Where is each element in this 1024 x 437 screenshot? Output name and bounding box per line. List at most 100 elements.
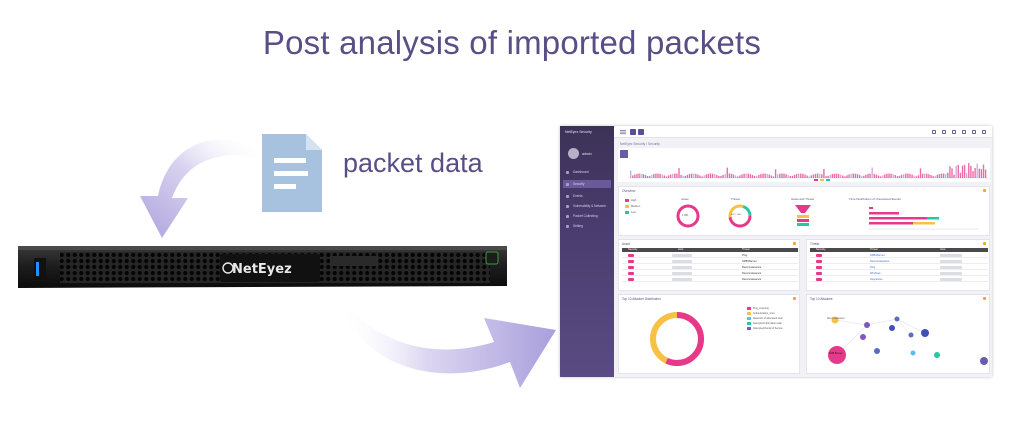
asset-threat-funnel (795, 205, 811, 226)
panel-menu-icon[interactable] (793, 242, 796, 245)
timeline-bar (947, 172, 949, 178)
sidebar-item-vulnerability[interactable]: Vulnerability & Network (563, 202, 611, 210)
timeline-bar (648, 175, 651, 178)
panel-menu-icon[interactable] (983, 242, 986, 245)
timeline-bar (877, 175, 880, 178)
legend-swatch (747, 307, 751, 310)
server-appliance-icon: NetEyez (18, 246, 507, 288)
timeline-bar (795, 174, 798, 178)
export-icon[interactable] (932, 130, 936, 134)
threat-list-panel: Threat Severity Threat Host SMB Banner R… (806, 239, 990, 291)
menu-icon[interactable] (620, 129, 626, 135)
timeline-bar (978, 168, 980, 178)
threat-value[interactable]: Suspicious (870, 277, 883, 281)
timeline-bar (955, 165, 957, 178)
panel-menu-icon[interactable] (793, 297, 796, 300)
legend-swatch (747, 312, 751, 315)
timeline-bar (896, 176, 899, 178)
timeline-bar (749, 174, 752, 178)
sidebar-item-security[interactable]: Security (563, 180, 611, 188)
bell-icon[interactable] (972, 130, 976, 134)
panel-menu-icon[interactable] (983, 189, 986, 192)
panel-menu-icon[interactable] (983, 297, 986, 300)
timeline-bars (630, 163, 987, 178)
curved-arrow-icon (140, 139, 256, 238)
timeline-bar (913, 175, 915, 178)
timeline-bar (810, 175, 812, 178)
timeline-bar (720, 175, 722, 178)
threat-value[interactable]: Windows (870, 271, 881, 275)
threat-value[interactable]: Ping (870, 265, 876, 269)
table-row[interactable]: Reconnaissance (622, 271, 798, 276)
table-row[interactable]: SMB Banner (622, 259, 798, 264)
timeline-bar (753, 176, 756, 178)
timeline-bar (682, 175, 684, 178)
sidebar-item-dashboard[interactable]: Dashboard (563, 168, 611, 176)
table-row[interactable]: Reconnaissance (622, 277, 798, 282)
timeline-bar (842, 175, 844, 178)
legend-medium-label: Medium (631, 205, 641, 208)
timeline-bar (693, 173, 695, 178)
timeline-bar (676, 173, 678, 178)
timeline-bar (707, 173, 710, 178)
host-value (940, 254, 962, 257)
timeline-bar (966, 172, 968, 178)
back-icon[interactable] (630, 129, 636, 135)
host-value (940, 272, 962, 275)
timeline-bar (850, 173, 852, 178)
threat-value[interactable]: Reconnaissance (870, 259, 890, 263)
time-distribution-title: Time Distribution of Unresolved Events (849, 197, 901, 201)
timeline-bar (934, 175, 936, 178)
timeline-bar (789, 176, 791, 178)
table-row[interactable]: Windows (810, 271, 988, 276)
timeline-bar (800, 173, 802, 178)
timeline-bar (745, 173, 747, 178)
timeline-bar (873, 173, 875, 178)
user-icon[interactable] (982, 130, 986, 134)
timeline-bar (674, 173, 676, 178)
threat-value[interactable]: SMB Banner (870, 253, 885, 257)
col-severity: Severity (628, 248, 638, 251)
timeline-bar (814, 173, 817, 178)
timeline-bar (711, 173, 714, 178)
table-row[interactable]: Suspicious (810, 277, 988, 282)
host-value (940, 260, 962, 263)
table-row[interactable]: Reconnaissance (810, 259, 988, 264)
timeline-bar (783, 173, 785, 178)
legend-high-label: High (631, 199, 637, 202)
forward-icon[interactable] (638, 129, 644, 135)
host-value (940, 278, 962, 281)
timeline-bar (953, 174, 955, 178)
timeline-bar (697, 174, 699, 178)
legend-label: Attempted Denial of Service (753, 327, 783, 330)
timeline-bar (921, 173, 924, 178)
table-row[interactable]: Ping (622, 253, 798, 258)
time-icon[interactable] (962, 130, 966, 134)
timeline-bar (884, 174, 886, 178)
table-row[interactable]: SMB Banner (810, 253, 988, 258)
asset-table-header: Severity Host Threat (622, 248, 798, 252)
timeline-bar (804, 174, 806, 178)
sidebar-item-packet-collecting[interactable]: Packet Collecting (563, 212, 611, 220)
severity-tag (628, 260, 634, 263)
timeline-bar (938, 174, 941, 178)
edit-icon[interactable] (942, 130, 946, 134)
timeline-bar (751, 174, 754, 178)
timeline-bar (888, 173, 890, 178)
settings-icon[interactable] (952, 130, 956, 134)
asset-list-title: Asset (622, 242, 630, 246)
timeline-bar (924, 173, 926, 178)
sidebar-item-setting[interactable]: Setting (563, 222, 611, 230)
table-row[interactable]: Reconnaissance (622, 265, 798, 270)
threat-value: Ping (742, 253, 748, 257)
chat-button[interactable] (980, 357, 988, 365)
timeline-bar (701, 176, 703, 178)
timeline-bar (781, 173, 783, 178)
table-row[interactable]: Ping (810, 265, 988, 270)
packet-icon (566, 214, 569, 218)
timeline-bar (951, 168, 953, 178)
legend-low (625, 211, 629, 214)
timeline-bar (636, 173, 638, 178)
sidebar-item-events[interactable]: Events (563, 192, 611, 200)
